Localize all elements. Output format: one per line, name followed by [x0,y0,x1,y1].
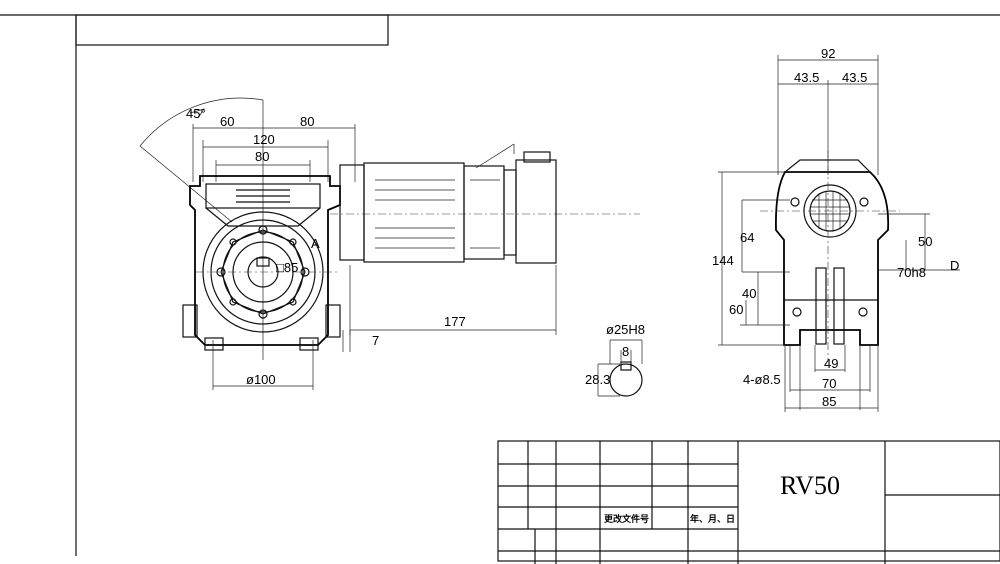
dim-bore-label: ø100 [246,372,276,387]
dim-lower-b-label: 60 [729,302,743,317]
dim-half-left-label: 43.5 [794,70,819,85]
dim-width-label: 120 [253,132,275,147]
input-hatch [811,191,849,231]
dim-inner-label: 80 [255,149,269,164]
dim-half-right-label: 43.5 [842,70,867,85]
model-name: RV50 [780,471,840,500]
dim-lower-a-label: 40 [742,286,756,301]
dim-shaft-label: ø25H8 [606,322,645,337]
label-a: A [311,236,320,251]
title-block: RV50 更改文件号 年、月、日 [497,440,1000,564]
motor-view: 177 [330,143,640,335]
label-d: D [950,258,959,273]
dim-length-label: 177 [444,314,466,329]
dim-right-label: 80 [300,114,314,129]
dim-key-label: 8 [622,344,629,359]
sheet-border [0,14,1000,556]
dim-49-label: 49 [824,356,838,371]
dim-square-label: □85 [276,260,298,275]
dim-holes-label: 4-ø8.5 [743,372,781,387]
date-label: 年、月、日 [690,513,735,525]
dim-70-label: 70 [822,376,836,391]
dim-depth-label: 28.3 [585,372,610,387]
dim-total-label: 92 [821,46,835,61]
dim-offset-label: 7 [372,333,379,348]
dim-left-label: 60 [220,114,234,129]
front-view: 45° 60 80 120 80 ø100 □85 A 7 [139,97,379,390]
shaft-detail: ø25H8 8 28.3 [585,322,645,397]
dim-upper-label: 64 [740,230,754,245]
dim-shaft-tol-label: 70h8 [897,265,926,280]
angle-label: 45° [186,106,206,121]
change-doc-label: 更改文件号 [604,513,649,525]
dim-85-label: 85 [822,394,836,409]
dim-right-50-label: 50 [918,234,932,249]
side-view: 92 43.5 43.5 144 64 40 60 50 70h8 D 49 4… [712,46,960,412]
dim-height-label: 144 [712,253,734,268]
